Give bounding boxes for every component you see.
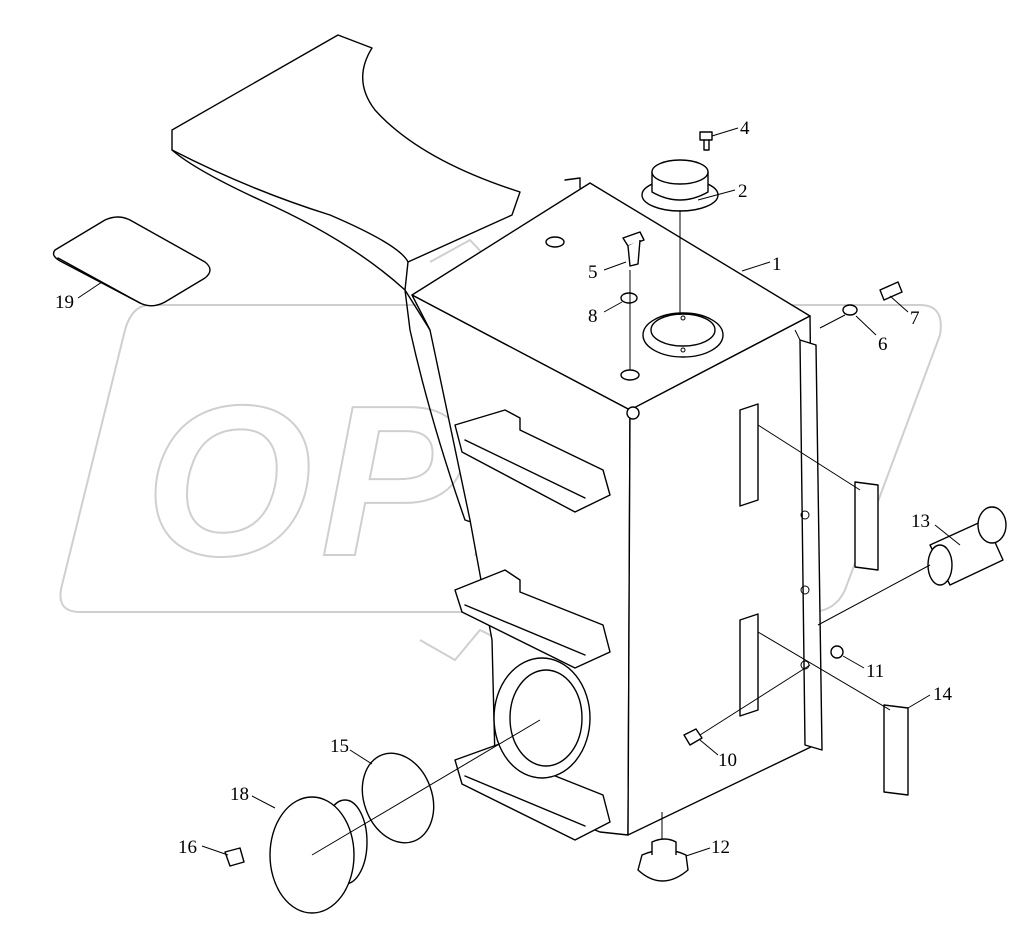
callout-4: 4	[740, 118, 750, 139]
callout-18: 18	[230, 784, 249, 805]
part-14-bracket-upper	[854, 481, 879, 571]
part-6-washer	[842, 304, 858, 316]
part-1-tank	[411, 177, 823, 836]
assembly-lines	[311, 210, 931, 856]
callout-6: 6	[878, 334, 888, 355]
callout-5: 5	[588, 262, 598, 283]
part-15-ring	[361, 752, 435, 844]
callout-12: 12	[711, 837, 730, 858]
callout-leaders	[77, 127, 961, 857]
mount-bar-lower	[739, 613, 759, 717]
part-13-cylinder	[927, 506, 1007, 586]
step-upper	[454, 409, 611, 513]
part-18-cover	[269, 796, 368, 914]
callout-labels: 1 2 4 5 6 7 8 10 11 12 13 14 15 16 18 19	[55, 118, 953, 858]
mount-bar-upper	[739, 403, 759, 507]
part-19-pad	[52, 216, 211, 307]
part-4-bolt	[699, 131, 713, 151]
part-16-bolt	[224, 847, 245, 867]
callout-19: 19	[55, 292, 74, 313]
part-7-bolt	[879, 281, 903, 301]
callout-15: 15	[330, 736, 349, 757]
washer-top-2	[620, 369, 640, 381]
filler-neck	[642, 312, 724, 358]
part-12-plug	[637, 838, 689, 882]
part-8-washer	[620, 292, 638, 304]
callout-7: 7	[910, 308, 920, 329]
callout-14: 14	[933, 684, 953, 705]
callout-13: 13	[911, 511, 930, 532]
part-10-bolt	[683, 728, 703, 746]
part-5-bolt	[622, 231, 645, 267]
part-14-bracket-lower	[883, 704, 909, 796]
callout-10: 10	[718, 750, 737, 771]
callout-2: 2	[738, 181, 748, 202]
washer-top-1	[545, 236, 565, 248]
callout-11: 11	[866, 661, 884, 682]
side-port	[493, 657, 591, 779]
callout-8: 8	[588, 306, 598, 327]
step-middle	[454, 569, 611, 669]
callout-16: 16	[178, 837, 197, 858]
part-11-nut	[830, 645, 844, 659]
callout-1: 1	[772, 254, 782, 275]
part-2-cap	[641, 159, 719, 212]
